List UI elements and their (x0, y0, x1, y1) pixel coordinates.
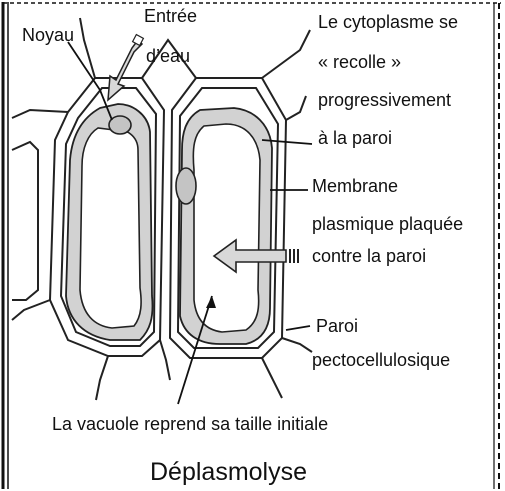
cytoplasm-label-line4: à la paroi (318, 128, 392, 148)
membrane-label-line1: Membrane (312, 176, 398, 196)
right-cell-nucleus (176, 168, 196, 204)
right-cell-vacuole (193, 124, 260, 332)
cytoplasm-label-line2: « recolle » (318, 52, 401, 72)
membrane-label-line2: plasmique plaquée (312, 214, 463, 234)
paroi-label-line2: pectocellulosique (312, 350, 450, 370)
noyau-label: Noyau (22, 25, 74, 45)
diagram-title: Déplasmolyse (150, 458, 307, 486)
left-cell (66, 104, 153, 340)
membrane-label-line3: contre la paroi (312, 246, 426, 266)
left-cell-vacuole (80, 128, 141, 328)
cytoplasm-label-line3: progressivement (318, 90, 451, 110)
entree-label-line1: Entrée (144, 6, 197, 26)
vacuole-label: La vacuole reprend sa taille initiale (52, 414, 328, 434)
cytoplasm-label-line1: Le cytoplasme se (318, 12, 458, 32)
right-cell (176, 108, 272, 344)
entree-label-line2: d’eau (146, 46, 190, 66)
paroi-label-line1: Paroi (316, 316, 358, 336)
paroi-pointer (286, 326, 310, 330)
